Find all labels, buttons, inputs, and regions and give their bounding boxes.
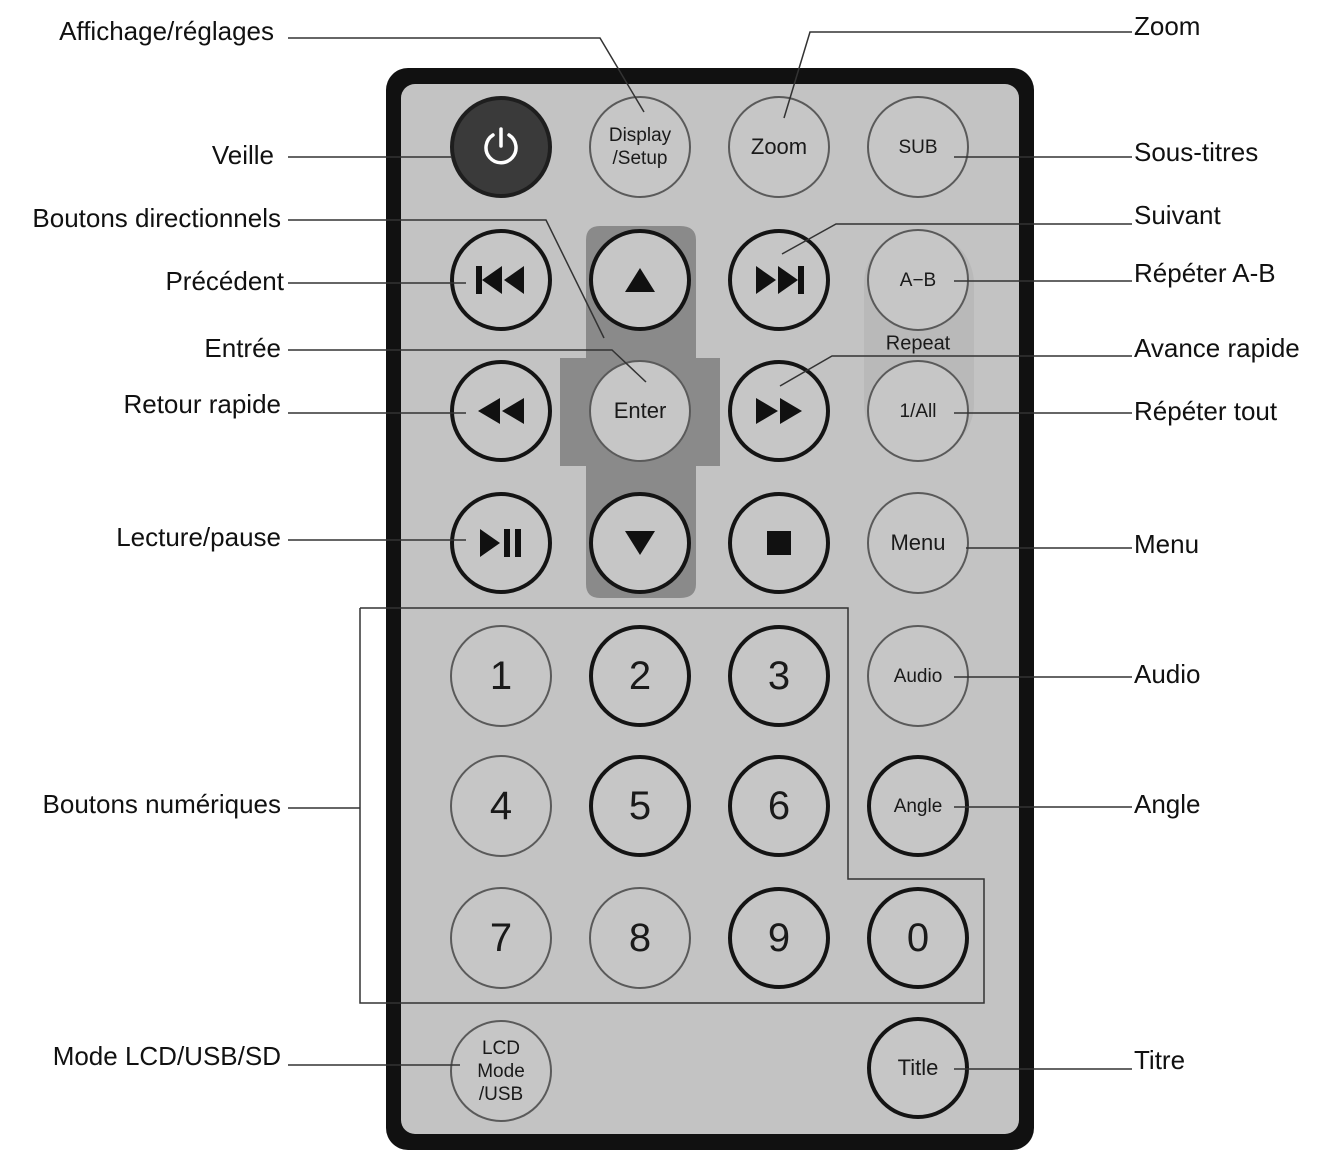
label-repeter-ab: Répéter A-B (1134, 258, 1276, 288)
label-angle: Angle (1134, 789, 1201, 819)
digit-7-label: 7 (489, 916, 513, 960)
label-precedent: Précédent (165, 266, 284, 296)
lcd-mode-line3: /USB (478, 1083, 524, 1105)
label-titre: Titre (1134, 1045, 1186, 1075)
zoom-button[interactable]: Zoom (728, 96, 830, 198)
up-button[interactable] (589, 229, 691, 331)
menu-button-label: Menu (890, 530, 946, 555)
digit-5-label: 5 (628, 784, 652, 828)
title-button-label: Title (897, 1055, 939, 1080)
subtitle-button[interactable]: SUB (867, 96, 969, 198)
digit-2-button[interactable]: 2 (589, 625, 691, 727)
power-button[interactable] (450, 96, 552, 198)
title-button[interactable]: Title (867, 1017, 969, 1119)
digit-9-label: 9 (767, 916, 791, 960)
label-lcd: Mode LCD/USB/SD (52, 1041, 281, 1071)
repeat-ab-label: A−B (899, 269, 937, 291)
fast-forward-icon (756, 398, 802, 424)
enter-button-label: Enter (613, 398, 667, 423)
label-numeriques: Boutons numériques (42, 789, 281, 819)
digit-3-label: 3 (767, 654, 791, 698)
digit-3-button[interactable]: 3 (728, 625, 830, 727)
digit-8-button[interactable]: 8 (589, 887, 691, 989)
label-menu: Menu (1134, 529, 1200, 559)
digit-9-button[interactable]: 9 (728, 887, 830, 989)
previous-button[interactable] (450, 229, 552, 331)
label-repeter-tout: Répéter tout (1134, 396, 1278, 426)
power-icon (484, 127, 518, 165)
enter-button[interactable]: Enter (589, 360, 691, 462)
arrow-up-icon (625, 268, 655, 292)
lcd-mode-line2: Mode (477, 1060, 525, 1082)
digit-7-button[interactable]: 7 (450, 887, 552, 989)
arrow-down-icon (625, 531, 655, 555)
digit-1-button[interactable]: 1 (450, 625, 552, 727)
label-directionnels: Boutons directionnels (32, 203, 281, 233)
rewind-icon (478, 398, 524, 424)
repeat-all-label: 1/All (899, 400, 937, 422)
menu-button[interactable]: Menu (867, 492, 969, 594)
label-zoom: Zoom (1134, 11, 1201, 41)
digit-0-label: 0 (906, 916, 930, 960)
skip-previous-icon (476, 266, 524, 294)
label-retour: Retour rapide (123, 389, 281, 419)
angle-button[interactable]: Angle (867, 755, 969, 857)
label-soustitres: Sous-titres (1134, 137, 1259, 167)
digit-5-button[interactable]: 5 (589, 755, 691, 857)
stop-icon (767, 531, 791, 555)
audio-button-label: Audio (893, 665, 943, 687)
next-button[interactable] (728, 229, 830, 331)
label-entree: Entrée (204, 333, 281, 363)
play-pause-icon (480, 529, 521, 557)
audio-button[interactable]: Audio (867, 625, 969, 727)
label-affichage: Affichage/réglages (59, 16, 274, 46)
digit-2-label: 2 (628, 654, 652, 698)
down-button[interactable] (589, 492, 691, 594)
label-avance: Avance rapide (1134, 333, 1300, 363)
repeat-label: Repeat (885, 332, 951, 355)
digit-8-label: 8 (628, 916, 652, 960)
subtitle-button-label: SUB (898, 136, 938, 158)
angle-button-label: Angle (893, 795, 943, 817)
lcd-mode-line1: LCD (481, 1037, 520, 1059)
display-setup-line1: Display (608, 125, 672, 146)
play-pause-button[interactable] (450, 492, 552, 594)
skip-next-icon (756, 266, 804, 294)
label-suivant: Suivant (1134, 200, 1221, 230)
display-setup-line2: /Setup (612, 148, 668, 169)
stop-button[interactable] (728, 492, 830, 594)
digit-0-button[interactable]: 0 (867, 887, 969, 989)
digit-4-label: 4 (489, 784, 513, 828)
digit-4-button[interactable]: 4 (450, 755, 552, 857)
label-veille: Veille (211, 140, 274, 170)
fast-forward-button[interactable] (728, 360, 830, 462)
digit-6-label: 6 (767, 784, 791, 828)
digit-1-label: 1 (489, 654, 513, 698)
digit-6-button[interactable]: 6 (728, 755, 830, 857)
repeat-all-button[interactable]: 1/All (867, 360, 969, 462)
label-audio: Audio (1134, 659, 1201, 689)
rewind-button[interactable] (450, 360, 552, 462)
lcd-mode-button[interactable]: LCD Mode /USB (450, 1020, 552, 1122)
zoom-button-label: Zoom (750, 134, 808, 159)
repeat-ab-button[interactable]: A−B (867, 229, 969, 331)
display-setup-button[interactable]: Display /Setup (589, 96, 691, 198)
label-lecture: Lecture/pause (116, 522, 281, 552)
